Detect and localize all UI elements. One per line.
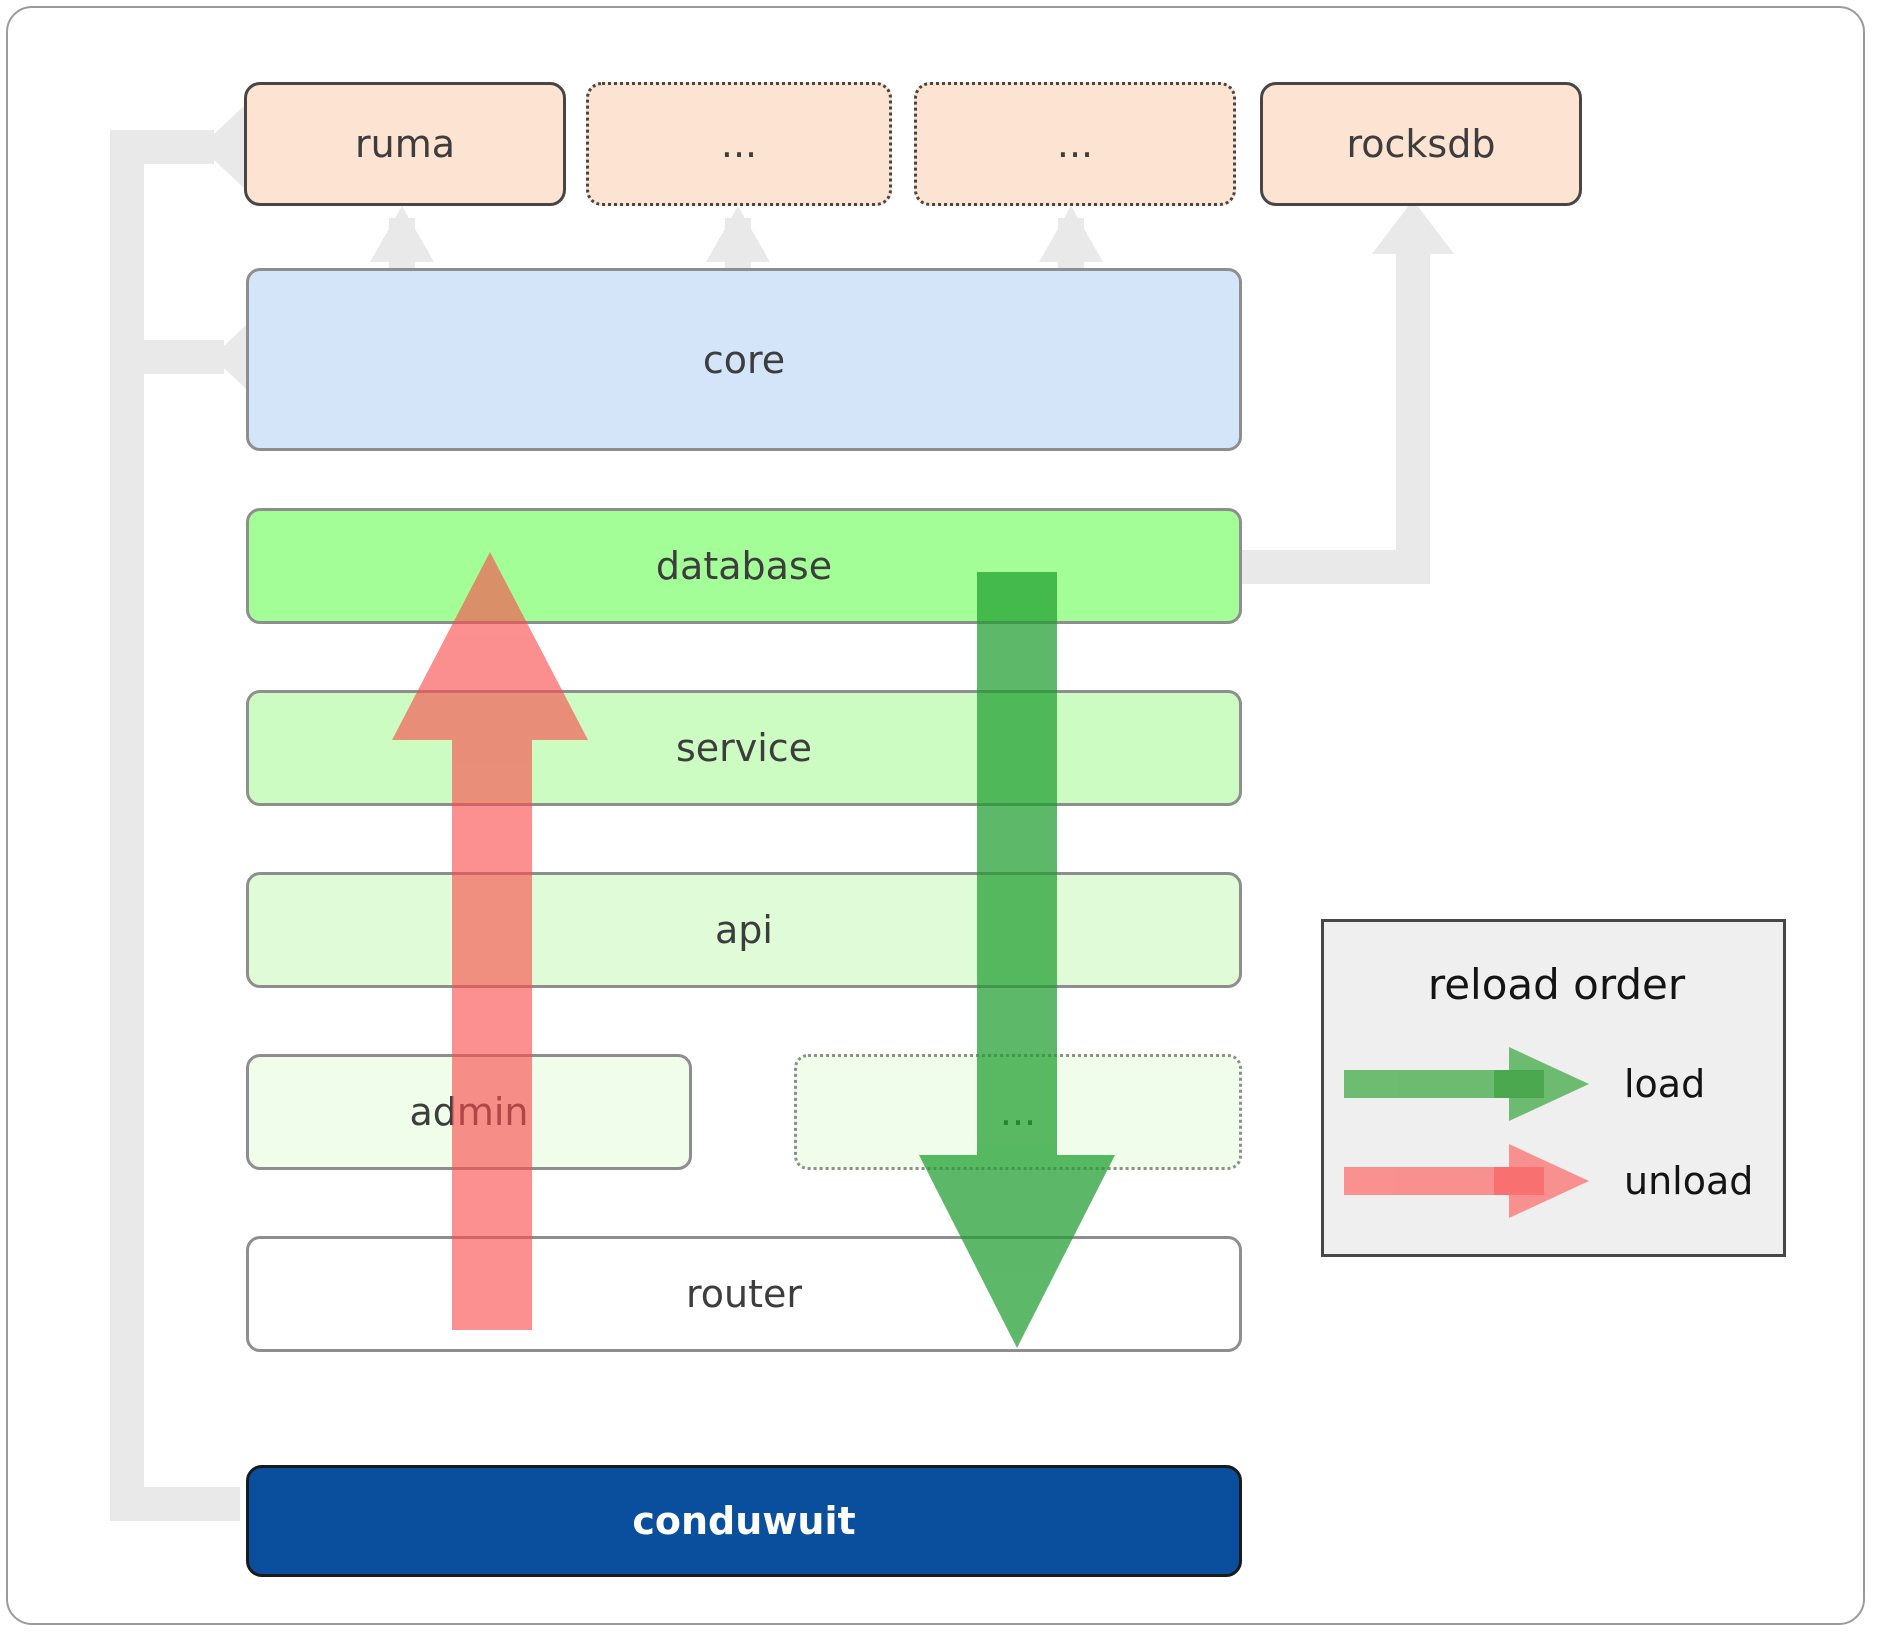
diagram-frame [6,6,1865,1625]
dependency-box-rocksdb[interactable]: rocksdb [1260,82,1582,206]
dependency-label-rocksdb: rocksdb [1346,122,1496,166]
legend-title: reload order [1427,960,1686,1009]
binary-label-conduwuit: conduwuit [632,1499,856,1543]
dependency-label-ellipsis-1: ... [720,122,758,166]
connector-spine-to-core [144,340,224,374]
layer-label-core: core [702,337,786,382]
dependency-box-ellipsis-1[interactable]: ... [586,82,892,206]
connector-spine-to-ruma [144,130,214,164]
layer-label-router: router [685,1272,803,1316]
layer-label-ellipsis: ... [999,1090,1037,1134]
layer-box-ellipsis[interactable]: ... [794,1054,1242,1170]
connector-spine-vertical [110,130,144,1521]
legend-arrow-graphics [1344,1047,1589,1218]
layer-box-service[interactable]: service [246,690,1242,806]
legend-panel: reload order load unload [1321,919,1786,1257]
connector-spine-to-conduwuit [110,1487,240,1521]
dependency-label-ellipsis-2: ... [1056,122,1094,166]
layer-label-database: database [655,544,833,588]
layer-box-router[interactable]: router [246,1236,1242,1352]
connector-database-to-rocksdb-vertical [1396,230,1430,570]
legend-unload-arrow [1344,1144,1589,1218]
layer-label-service: service [675,726,813,770]
binary-box-conduwuit[interactable]: conduwuit [246,1465,1242,1577]
dependency-box-ellipsis-2[interactable]: ... [914,82,1236,206]
legend-label-unload: unload [1624,1159,1754,1203]
layer-box-admin[interactable]: admin [246,1054,692,1170]
layer-box-api[interactable]: api [246,872,1242,988]
layer-label-api: api [715,908,773,952]
dependency-label-ruma: ruma [354,122,455,166]
layer-label-admin: admin [409,1090,529,1134]
layer-box-core[interactable]: core [246,268,1242,451]
legend-label-load: load [1624,1062,1706,1106]
dependency-box-ruma[interactable]: ruma [244,82,566,206]
layer-box-database[interactable]: database [246,508,1242,624]
legend-load-arrow [1344,1047,1589,1121]
